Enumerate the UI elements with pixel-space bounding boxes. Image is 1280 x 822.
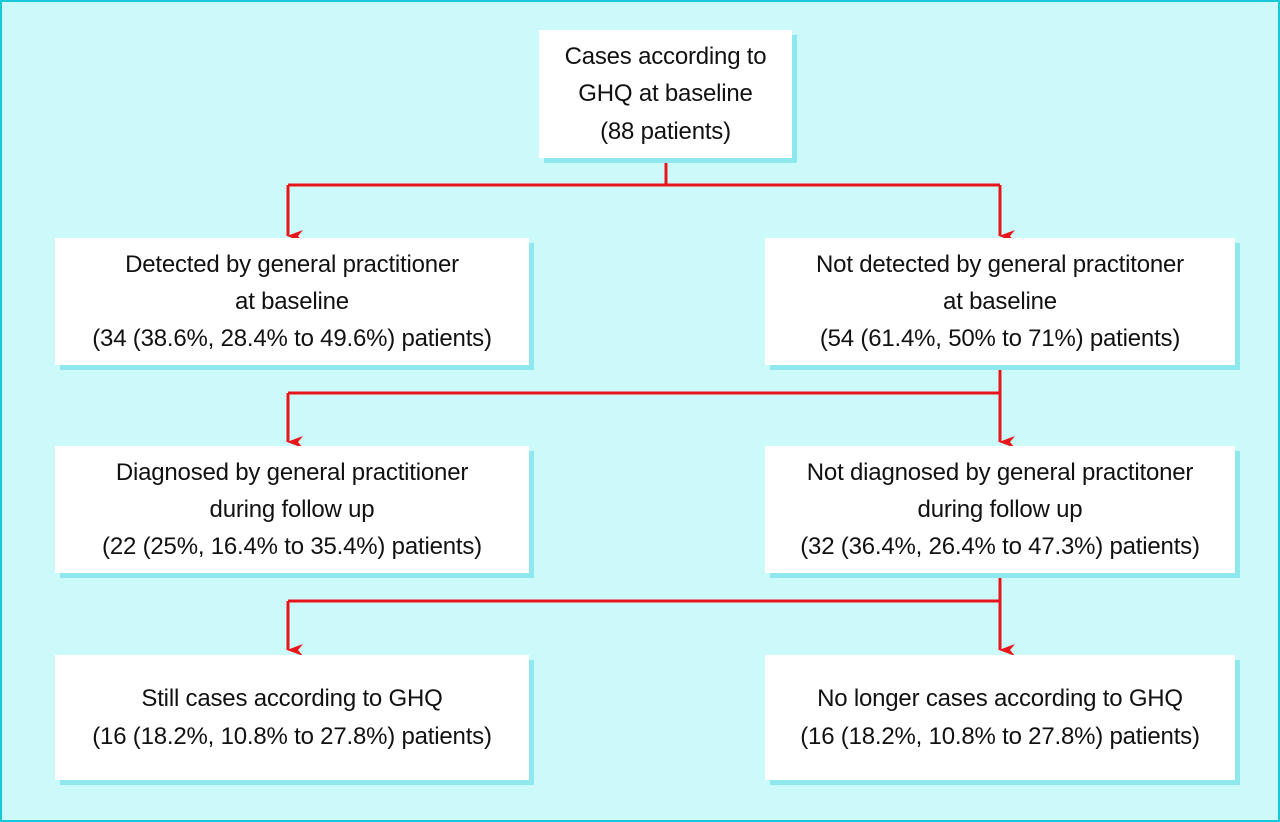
- node-line: GHQ at baseline: [578, 80, 753, 108]
- node-line: at baseline: [235, 287, 349, 315]
- edge-root-branches: [286, 158, 1015, 242]
- node-not-detected-baseline: Not detected by general practitoner at b…: [765, 238, 1235, 365]
- node-line: (22 (25%, 16.4% to 35.4%) patients): [102, 533, 482, 561]
- edge-not-detected-branches: [286, 365, 1015, 448]
- node-line: (32 (36.4%, 26.4% to 47.3%) patients): [800, 533, 1200, 561]
- node-line: Cases according to: [564, 43, 767, 71]
- edge-not-diagnosed-branches: [286, 573, 1015, 656]
- node-line: at baseline: [943, 287, 1057, 315]
- node-line: during follow up: [917, 495, 1083, 523]
- node-line: Detected by general practitioner: [125, 250, 459, 278]
- node-detected-baseline: Detected by general practitioner at base…: [55, 238, 529, 365]
- node-line: (16 (18.2%, 10.8% to 27.8%) patients): [92, 722, 492, 750]
- node-line: (54 (61.4%, 50% to 71%) patients): [819, 325, 1181, 353]
- node-line: No longer cases according to GHQ: [817, 685, 1183, 713]
- node-diagnosed-follow-up: Diagnosed by general practitioner during…: [55, 446, 529, 573]
- node-cases-baseline: Cases according to GHQ at baseline (88 p…: [539, 30, 792, 158]
- node-line: Not detected by general practitoner: [816, 250, 1184, 278]
- node-line: (34 (38.6%, 28.4% to 49.6%) patients): [92, 325, 492, 353]
- node-line: Not diagnosed by general practitoner: [806, 458, 1194, 486]
- node-not-diagnosed-follow-up: Not diagnosed by general practitoner dur…: [765, 446, 1235, 573]
- node-still-cases: Still cases according to GHQ (16 (18.2%,…: [55, 655, 529, 780]
- node-no-longer-cases: No longer cases according to GHQ (16 (18…: [765, 655, 1235, 780]
- node-line: during follow up: [209, 495, 375, 523]
- node-line: Diagnosed by general practitioner: [115, 458, 469, 486]
- node-line: Still cases according to GHQ: [141, 685, 443, 713]
- node-line: (16 (18.2%, 10.8% to 27.8%) patients): [800, 722, 1200, 750]
- node-line: (88 patients): [600, 117, 731, 145]
